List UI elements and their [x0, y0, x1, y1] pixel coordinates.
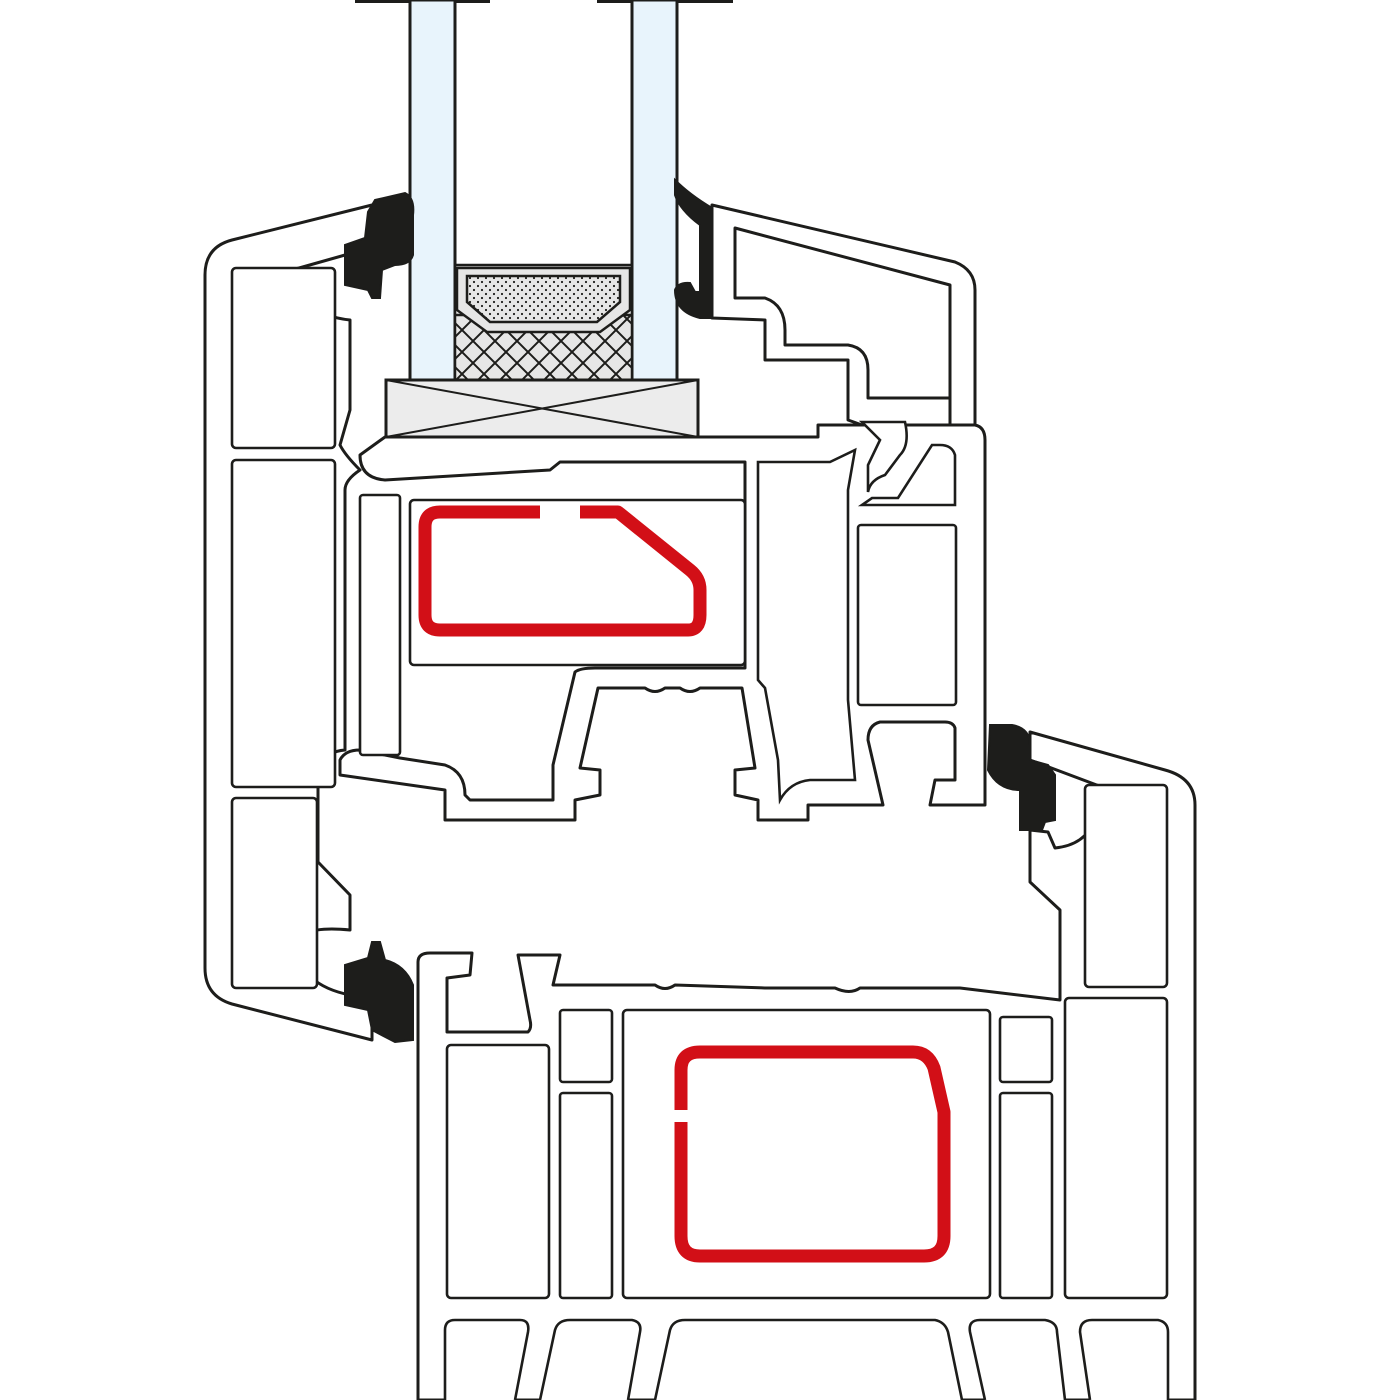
glazing-bead: [710, 203, 977, 427]
frame-chamber: [998, 1015, 1054, 1084]
frame-chamber: [230, 796, 319, 990]
frame-groove: [1078, 1318, 1170, 1400]
sash-chamber: [857, 443, 957, 507]
gasket-outer-glazing: [344, 191, 415, 299]
frame-chamber: [1063, 996, 1169, 1300]
frame-chamber: [998, 1091, 1054, 1300]
gasket-frame-lower: [344, 941, 414, 1044]
frame-chamber: [230, 266, 337, 450]
frame-groove: [653, 1318, 964, 1400]
glass-pane-inner: [630, 0, 679, 384]
frame-chamber: [445, 1043, 551, 1300]
desiccant-fill: [465, 274, 622, 324]
sash-clip: [858, 420, 908, 493]
frame-chamber: [558, 1008, 614, 1084]
frame-groove: [538, 1318, 642, 1400]
frame-groove: [968, 1318, 1067, 1400]
glass-pane-outer: [408, 0, 457, 384]
sash-chamber: [756, 447, 857, 805]
gasket-inner-glazing: [673, 177, 713, 319]
frame-chamber: [230, 458, 337, 789]
sash-chamber: [856, 523, 958, 707]
glazing-block-cross: [385, 379, 699, 438]
steel-reinforcement-sash: [418, 505, 707, 637]
frame-chamber: [1083, 783, 1169, 989]
steel-reinforcement-frame: [674, 1045, 951, 1263]
frame-chamber: [621, 1008, 992, 1300]
frame-groove: [443, 1318, 530, 1400]
gasket-frame-upper: [986, 724, 1056, 831]
sash-chamber: [358, 493, 402, 757]
frame-chamber: [558, 1091, 614, 1300]
